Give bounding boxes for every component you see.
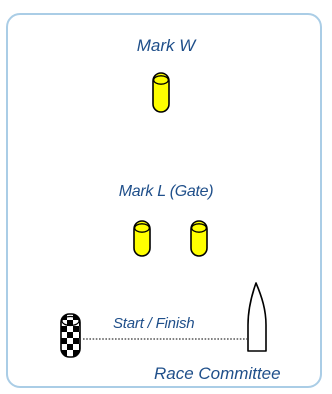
committee-boat-icon bbox=[247, 282, 267, 352]
mark-w-label: Mark W bbox=[136, 36, 196, 55]
mark-l-left-buoy-icon bbox=[133, 220, 151, 257]
mark-w-buoy-icon bbox=[152, 72, 170, 113]
mark-l-label: Mark L (Gate) bbox=[118, 183, 214, 200]
race-committee-label: Race Committee bbox=[154, 364, 281, 383]
start-finish-label: Start / Finish bbox=[113, 315, 195, 332]
checkered-pin-buoy-icon bbox=[60, 313, 81, 358]
mark-l-right-buoy-icon bbox=[190, 220, 208, 257]
